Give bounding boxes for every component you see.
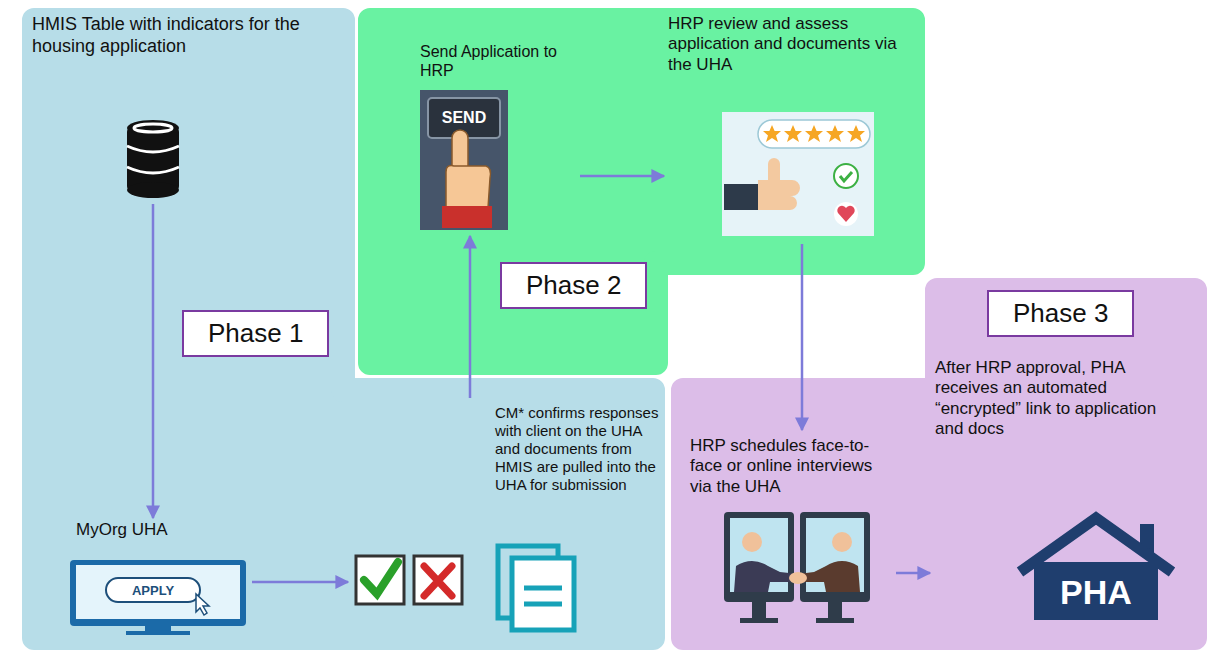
step-text: Send Application to HRP	[420, 42, 578, 80]
flow-arrow	[801, 244, 804, 430]
step-text: CM* confirms responses with client on th…	[495, 404, 665, 494]
monitor-icon	[70, 560, 246, 635]
send-icon	[420, 90, 508, 230]
region-fill	[683, 290, 1195, 638]
process-step: MyOrg UHA	[68, 520, 250, 640]
phase-region: Phase 1 HMIS Table with indicators for th…	[22, 8, 665, 650]
flow-arrow	[580, 175, 664, 178]
phase-label: Phase 2	[500, 262, 647, 309]
process-step: CM* confirms responses with client on th…	[350, 400, 665, 638]
process-step: HRP schedules face-to-face or online int…	[686, 432, 894, 636]
step-text: MyOrg UHA	[76, 520, 250, 540]
process-step: HRP review and assess application and do…	[666, 12, 910, 242]
region-fill	[370, 20, 913, 363]
phase-label: Phase 3	[987, 290, 1134, 337]
icon-label: SEND	[442, 110, 486, 126]
region-shape	[22, 8, 665, 650]
step-text: After HRP approval, PHA receives an auto…	[935, 358, 1187, 440]
icon-label: PHA	[1060, 575, 1132, 609]
process-step: Send Application to HRP	[418, 42, 578, 234]
flow-arrow	[152, 204, 155, 518]
icon-label: APPLY	[132, 584, 174, 597]
flow-arrow	[896, 572, 930, 575]
flow-arrow	[252, 581, 348, 584]
review-icon	[722, 112, 874, 236]
phase-label: Phase 1	[182, 310, 329, 357]
flow-arrow	[469, 236, 472, 398]
phase-region: Phase 2 Send Application to HRP HRP review…	[358, 8, 925, 375]
process-step: HMIS Table with indicators for the housi…	[32, 14, 350, 202]
database-icon	[127, 120, 179, 198]
step-text: HMIS Table with indicators for the housi…	[32, 14, 350, 57]
step-text: HRP schedules face-to-face or online int…	[690, 436, 894, 497]
step-text: HRP review and assess application and do…	[668, 14, 908, 75]
